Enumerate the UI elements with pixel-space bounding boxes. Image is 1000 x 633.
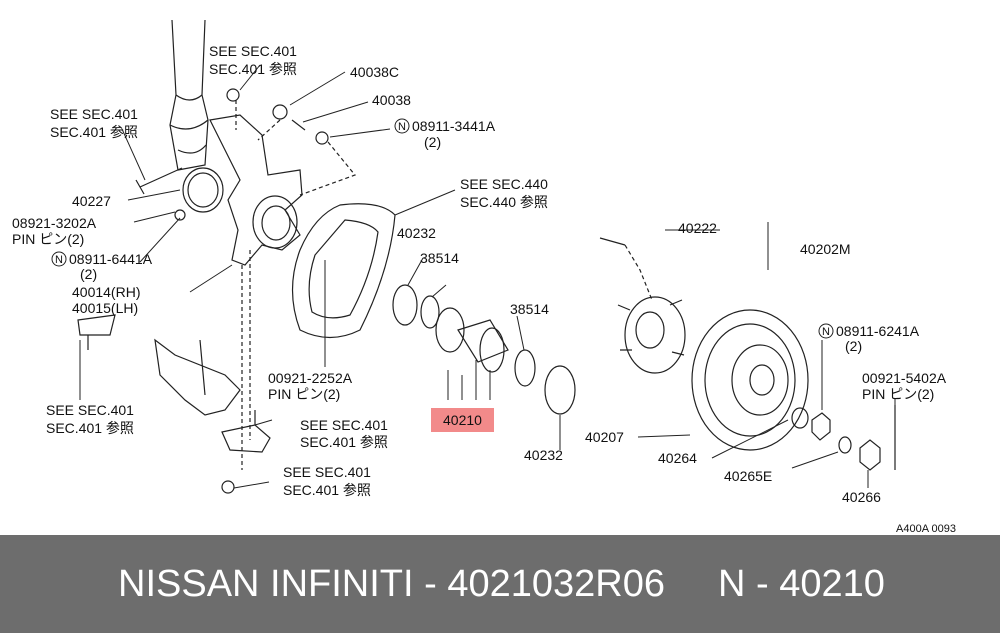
circled-n-marker: [818, 323, 834, 339]
label-00921-2252a: 00921-2252A: [268, 370, 353, 386]
bolt-40227: [135, 167, 183, 195]
label-00921-5402a-pin: PIN ピン(2): [862, 386, 934, 402]
label-see-sec-401-c-2: SEC.401 参照: [46, 420, 134, 436]
label-08911-6441a: 08911-6441A: [69, 251, 153, 267]
seal-ring-outer: [182, 167, 224, 213]
circled-n-letter: N: [55, 254, 63, 266]
label-08911-3441a-qty: (2): [424, 134, 441, 150]
bolt-40038: [291, 119, 306, 131]
label-see-sec-440-2: SEC.440 参照: [460, 194, 548, 210]
lower-nut: [221, 480, 235, 494]
label-see-sec-401-e-2: SEC.401 参照: [283, 482, 371, 498]
label-00921-5402a: 00921-5402A: [862, 370, 947, 386]
rotor-outer: [691, 309, 809, 451]
label-08921-3202a-pin: PIN ピン(2): [12, 231, 84, 247]
rotor-hat: [731, 344, 789, 416]
label-40265e: 40265E: [724, 468, 772, 484]
knuckle-outline: [209, 114, 303, 266]
labels: SEE SEC.401 SEC.401 参照 40038C 40038 0891…: [12, 43, 956, 535]
label-08911-6241a-qty: (2): [845, 338, 862, 354]
bearing-body: [457, 319, 509, 363]
label-40232-bot: 40232: [524, 447, 563, 463]
knuckle-bore-inner: [261, 205, 291, 241]
label-08921-3202a: 08921-3202A: [12, 215, 97, 231]
hub-flange: [624, 296, 686, 374]
label-08911-6441a-qty: (2): [80, 266, 97, 282]
label-40227: 40227: [72, 193, 111, 209]
label-40202m: 40202M: [800, 241, 851, 257]
circled-n-letter: N: [822, 326, 830, 338]
label-38514-top: 38514: [420, 250, 459, 266]
knuckle-bore-outer: [252, 195, 298, 249]
hub-center: [635, 311, 665, 349]
label-see-sec-440-1: SEE SEC.440: [460, 176, 548, 192]
label-see-sec-401-b-2: SEC.401 参照: [50, 124, 138, 140]
snap-ring-38514-top: [420, 295, 440, 329]
small-nut: [174, 209, 186, 221]
guide-dashed: [235, 100, 653, 470]
parts-diagram: N N N SEE SEC.401 SEC.401 参照 40038C 4003…: [12, 19, 956, 535]
nut-08911-3441a: [315, 131, 329, 145]
bearing-race-a: [435, 307, 465, 353]
snap-ring-38514-mid: [514, 349, 536, 387]
cap-40265e: [838, 436, 852, 454]
label-40222: 40222: [678, 220, 717, 236]
hub-studs: [617, 299, 685, 356]
label-40264: 40264: [658, 450, 697, 466]
label-40266: 40266: [842, 489, 881, 505]
bolt-40222: [599, 237, 626, 246]
washer-40264: [791, 407, 809, 429]
label-40232-top: 40232: [397, 225, 436, 241]
seal-40232-top: [392, 284, 418, 326]
label-40038: 40038: [372, 92, 411, 108]
nut-08911-6241a: [811, 412, 831, 441]
label-see-sec-401-a-2: SEC.401 参照: [209, 61, 297, 77]
label-40207: 40207: [585, 429, 624, 445]
label-see-sec-401-c-1: SEE SEC.401: [46, 402, 134, 418]
nut-40266: [859, 439, 881, 471]
diagram-code: A400A 0093: [896, 523, 956, 535]
leader-lines: [79, 64, 896, 489]
footer-part-number: NISSAN INFINITI - 4021032R06: [118, 563, 665, 605]
rotor-inner: [704, 323, 796, 437]
label-40210: 40210: [443, 412, 482, 428]
label-00921-2252a-pin: PIN ピン(2): [268, 386, 340, 402]
label-08911-3441a: 08911-3441A: [412, 118, 496, 134]
label-40038c: 40038C: [350, 64, 399, 80]
seal-40232-bot: [544, 365, 576, 415]
label-see-sec-401-a-1: SEE SEC.401: [209, 43, 297, 59]
footer-bar: NISSAN INFINITI - 4021032R06 N - 40210: [0, 535, 1000, 633]
lower-joint: [221, 410, 271, 453]
circled-n-marker: [51, 251, 67, 267]
nut-40038c: [272, 104, 288, 120]
label-40014-rh: 40014(RH): [72, 284, 140, 300]
label-38514-mid: 38514: [510, 301, 549, 317]
dust-shield: [291, 203, 396, 339]
label-see-sec-401-e-1: SEE SEC.401: [283, 464, 371, 480]
lower-arm: [154, 338, 241, 416]
rotor-center: [749, 364, 775, 396]
circled-n-letter: N: [398, 121, 406, 133]
label-see-sec-401-d-1: SEE SEC.401: [300, 417, 388, 433]
label-40015-lh: 40015(LH): [72, 300, 138, 316]
dust-shield-inner: [308, 219, 379, 319]
label-08911-6241a: 08911-6241A: [836, 323, 920, 339]
seal-ring-inner: [187, 172, 219, 208]
bearing-race-b: [479, 327, 505, 373]
ball-joint: [77, 314, 116, 350]
nut-top: [226, 88, 240, 102]
label-see-sec-401-b-1: SEE SEC.401: [50, 106, 138, 122]
label-see-sec-401-d-2: SEC.401 参照: [300, 434, 388, 450]
highlight-box: [431, 408, 494, 432]
footer-diagram-ref: N - 40210: [718, 563, 885, 605]
strut-body: [169, 94, 209, 154]
circled-n-marker: [394, 118, 410, 134]
strut-outline: [169, 19, 209, 171]
